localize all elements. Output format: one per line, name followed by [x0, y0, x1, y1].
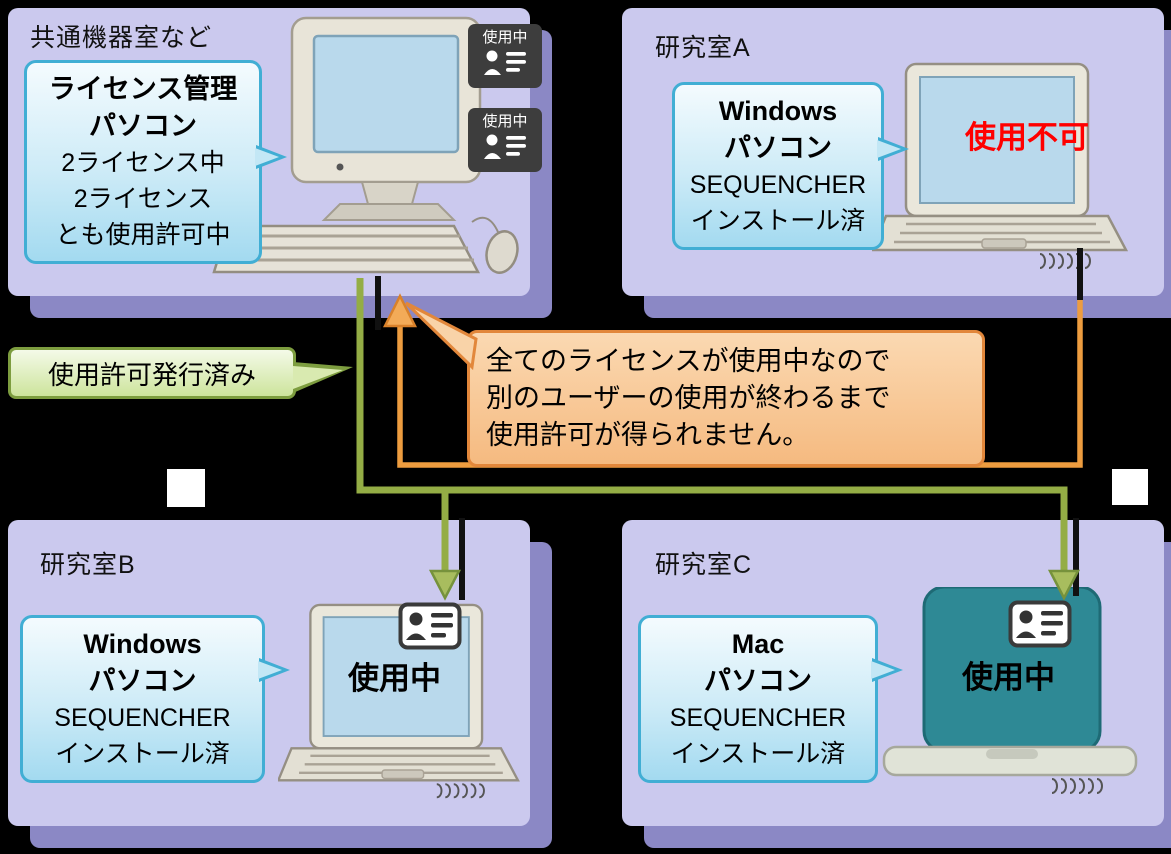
bubble-body-line: 2ライセンス中 — [61, 149, 225, 177]
panel-common-room: 共通機器室など ライセンス管理 パソコン 2ライセンス中 2ライセンス — [8, 8, 542, 296]
callout-tail — [404, 301, 478, 371]
user-card-icon — [398, 602, 462, 650]
bubble-body-line: SEQUENCHER — [689, 171, 867, 199]
callout-all-licenses-in-use: 全てのライセンスが使用中なので 別のユーザーの使用が終わるまで 使用許可が得られ… — [404, 301, 985, 467]
bubble-body-line: 2ライセンス — [73, 185, 213, 213]
network-port — [1112, 469, 1148, 505]
callout-line: 使用許可が得られません。 — [486, 420, 810, 450]
user-card-icon — [1008, 600, 1072, 648]
bubble-body-line: インストール済 — [55, 740, 230, 768]
speech-bubble-license-pc: ライセンス管理 パソコン 2ライセンス中 2ライセンス とも使用許可中 — [24, 60, 287, 264]
status-unavailable-text: 使用不可 — [965, 120, 1089, 155]
desktop-computer-illustration — [212, 16, 519, 274]
bubble-title-line: パソコン — [724, 133, 832, 163]
bubble-body-line: インストール済 — [670, 740, 846, 768]
keyboard-icon — [212, 224, 481, 274]
panel-common-room-label: 共通機器室など — [30, 24, 213, 52]
bubble-title-line: パソコン — [89, 111, 197, 141]
mouse-icon — [471, 216, 519, 274]
bubble-body-line: SEQUENCHER — [669, 704, 847, 732]
callout-permission-issued: 使用許可発行済み — [8, 347, 353, 399]
user-card-icon — [484, 134, 526, 159]
status-in-use-text: 使用中 — [348, 661, 441, 696]
speech-bubble-lab-c: Mac パソコン SEQUENCHER インストール済 — [638, 615, 903, 783]
crt-monitor-icon — [290, 16, 482, 221]
laptop-illustration — [872, 62, 1129, 269]
bubble-title-line: Mac — [731, 629, 785, 659]
bubble-body-line: インストール済 — [690, 207, 866, 235]
panel-lab-a-label: 研究室A — [655, 34, 751, 62]
panel-lab-b: 研究室B Windows パソコン — [8, 520, 530, 826]
user-card-badge — [1008, 600, 1072, 653]
license-in-use-badge: 使用中 — [468, 24, 542, 88]
callout-line: 全てのライセンスが使用中なので — [486, 346, 891, 376]
panel-lab-b-label: 研究室B — [40, 551, 136, 579]
network-port — [167, 469, 205, 507]
callout-line: 別のユーザーの使用が終わるまで — [486, 383, 891, 413]
badge-label: 使用中 — [482, 29, 528, 46]
bubble-title-line: Windows — [718, 96, 838, 126]
user-card-icon — [484, 50, 526, 75]
speech-bubble-lab-b: Windows パソコン SEQUENCHER インストール済 — [20, 615, 290, 783]
bubble-body-line: SEQUENCHER — [54, 704, 231, 732]
user-card-badge — [398, 602, 462, 655]
callout-permission-issued-text: 使用許可発行済み — [47, 359, 256, 390]
license-in-use-badge: 使用中 — [468, 108, 542, 172]
bubble-title-line: パソコン — [704, 666, 812, 696]
bubble-body-line: とも使用許可中 — [55, 221, 231, 249]
bubble-title-line: ライセンス管理 — [48, 74, 238, 104]
panel-lab-c-label: 研究室C — [655, 551, 753, 579]
bubble-title-line: パソコン — [88, 666, 197, 696]
status-in-use-text: 使用中 — [962, 660, 1055, 695]
laptop-icon — [872, 62, 1129, 269]
badge-label: 使用中 — [482, 113, 528, 130]
panel-lab-a: 研究室A Windows パソコン SEQUENCHER インストール済 使用不… — [622, 8, 1164, 296]
speech-bubble-lab-a: Windows パソコン SEQUENCHER インストール済 — [672, 82, 909, 250]
panel-lab-c: 研究室C Mac パソコン SEQUENCHER インストー — [622, 520, 1164, 826]
bubble-title-line: Windows — [83, 629, 202, 659]
